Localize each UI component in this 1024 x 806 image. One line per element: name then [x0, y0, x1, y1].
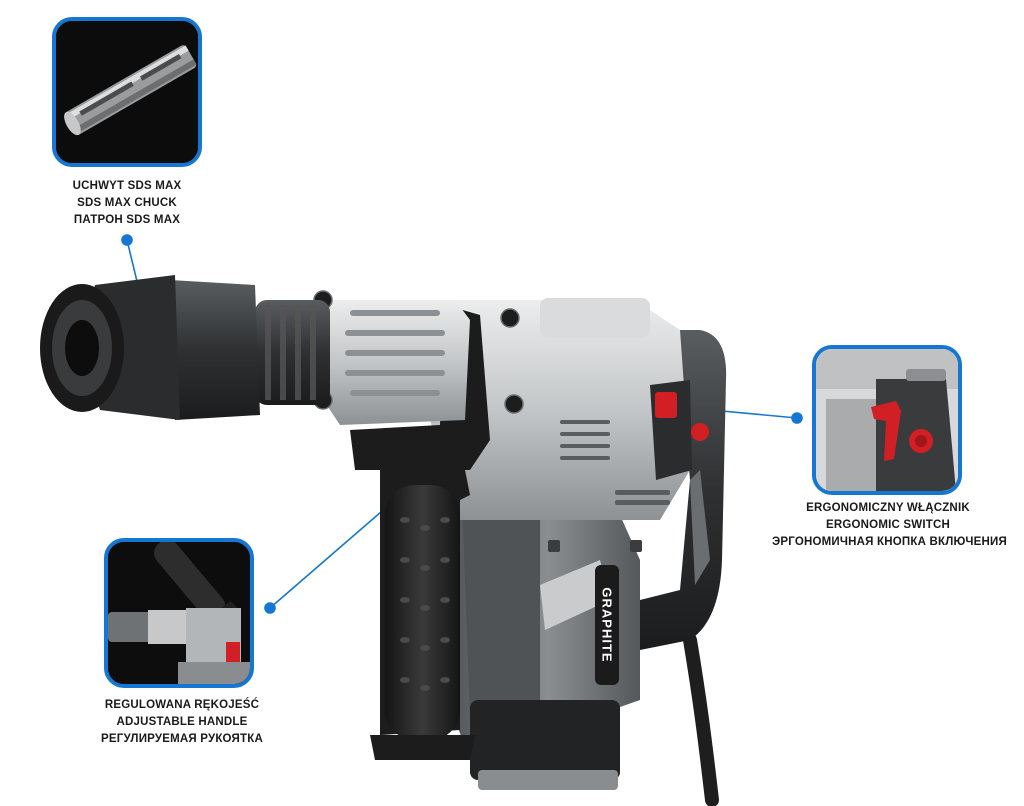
chuck-label-pl: UCHWYT SDS MAX [72, 180, 182, 192]
trigger-switch [655, 392, 677, 418]
handle-label: REGULOWANA RĘKOJEŚĆ ADJUSTABLE HANDLE РЕ… [92, 697, 272, 748]
motor-housing-side [462, 500, 540, 720]
trigger-switch-icon [816, 349, 958, 491]
switch-leader-dot [791, 412, 803, 424]
chuck-sleeve [166, 280, 260, 420]
chuck-detail-thumbnail [52, 17, 202, 167]
handle-label-ru: РЕГУЛИРУЕМАЯ РУКОЯТКА [101, 733, 263, 745]
power-cord [683, 633, 719, 806]
switch-label-ru: ЭРГОНОМИЧНАЯ КНОПКА ВКЛЮЧЕНИЯ [772, 536, 1007, 548]
gear-housing-vents [560, 420, 670, 505]
lock-button [691, 423, 709, 441]
chuck-leader-dot [121, 234, 133, 246]
switch-label-en: ERGONOMIC SWITCH [826, 519, 950, 531]
motor-base [470, 700, 620, 780]
graphite-logo-plate: GRAPHITE [595, 565, 619, 685]
side-handle-grip [385, 485, 460, 740]
gear-housing [430, 300, 690, 520]
chuck-label-en: SDS MAX CHUCK [77, 197, 177, 209]
side-handle-end-cap [370, 735, 475, 760]
handle-leader-dot [264, 602, 276, 614]
motor-base-foot [478, 770, 618, 790]
chuck-bore [65, 320, 99, 376]
switch-label-pl: ERGONOMICZNY WŁĄCZNIK [806, 502, 970, 514]
switch-detail-thumbnail [812, 345, 962, 495]
switch-label: ERGONOMICZNY WŁĄCZNIK ERGONOMIC SWITCH Э… [772, 500, 1007, 551]
handle-detail-thumbnail [104, 538, 254, 688]
rear-handle-insert [690, 470, 710, 585]
rear-handle [640, 330, 727, 650]
handle-label-en: ADJUSTABLE HANDLE [116, 716, 248, 728]
handle-label-pl: REGULOWANA RĘKOJEŚĆ [104, 699, 260, 711]
chuck-label-ru: ПАТРОН SDS MAX [73, 214, 181, 226]
brand-name: GRAPHITE [599, 587, 615, 663]
chuck-label: UCHWYT SDS MAX SDS MAX CHUCK ПАТРОН SDS … [52, 178, 202, 229]
side-handle-texture [400, 517, 450, 691]
front-barrel [320, 300, 470, 425]
sds-max-bit-icon [56, 21, 198, 163]
gear-housing-top-cap [540, 298, 650, 338]
motor-side-panel [540, 560, 610, 630]
auxiliary-handle-icon [108, 542, 250, 684]
